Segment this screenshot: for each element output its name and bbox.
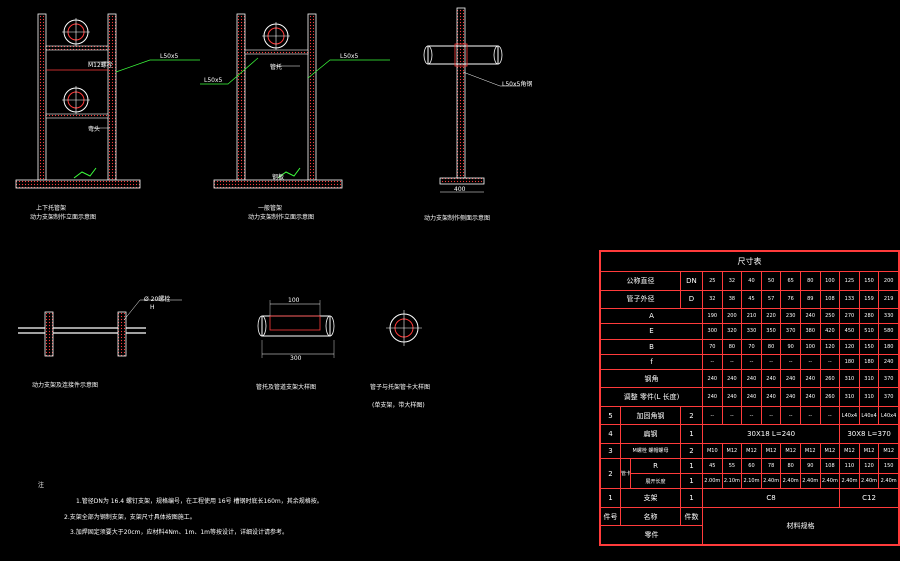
- note-line: 1.管径DN为 16.4 螺钉支架，规格编号，在工程使用 16号 槽钢时底长16…: [76, 498, 323, 505]
- view1-support-frame: [15, 13, 200, 189]
- dimension-value: 300: [290, 355, 302, 362]
- dimension-value: 400: [454, 186, 466, 193]
- view-caption: 上下托管架: [36, 205, 67, 212]
- view3-side-frame: [423, 7, 520, 193]
- dimension-value: 100: [288, 297, 300, 304]
- view6-clamp-section: [386, 310, 422, 346]
- leader-label: L50x5角钢: [502, 81, 533, 88]
- notes-heading: 注: [38, 482, 45, 489]
- view-caption: (单支架，带大样图): [372, 402, 425, 409]
- leader-label: 钢板: [272, 174, 285, 181]
- table-row: 件号 名称 件数 材料规格: [600, 506, 899, 546]
- view-caption: 动力支架及连接件示意图: [32, 382, 99, 389]
- table-row: 零件: [600, 525, 899, 545]
- leader-label: 弯头: [88, 126, 101, 133]
- view-caption: 动力支架制作立面示意图: [248, 214, 315, 221]
- view5-pipe-detail: [257, 300, 335, 358]
- view-caption: 管托及管道支架大样图: [256, 384, 317, 391]
- view-caption: 管子与托架管卡大样图: [370, 384, 431, 391]
- leader-label: M12螺栓: [88, 62, 113, 69]
- note-line: 3.加焊固定须要大于20cm，应材料4Nm、1m、1m等按设计，详细设计请参考。: [70, 529, 288, 536]
- table-title: 尺寸表: [600, 250, 899, 273]
- view-caption: 一般管架: [258, 205, 283, 212]
- view2-support-frame: [200, 13, 390, 189]
- pipe-section-icon: [62, 86, 90, 114]
- table-row: 1 支架 1 C8 C12: [600, 488, 899, 508]
- pipe-section-icon: [262, 22, 290, 50]
- pipe-side-icon: [423, 43, 503, 67]
- leader-label: L50x5: [204, 77, 223, 84]
- leader-label: L50x5: [340, 53, 359, 60]
- view-caption: 动力支架制作侧面示意图: [424, 215, 491, 222]
- leader-label: H: [150, 304, 155, 311]
- view-caption: 动力支架制作立面示意图: [30, 214, 97, 221]
- note-line: 2.支架全部为钢制支架，支架尺寸具体按图施工。: [64, 514, 196, 521]
- leader-label: Ø 20螺栓: [144, 296, 171, 303]
- table-row: 4 扁钢 1 30X18 L=240 30X8 L=370: [600, 424, 899, 444]
- leader-label: 管托: [270, 64, 283, 71]
- pipe-section-icon: [62, 18, 90, 46]
- leader-label: L50x5: [160, 53, 179, 60]
- view4-connection: [18, 299, 182, 357]
